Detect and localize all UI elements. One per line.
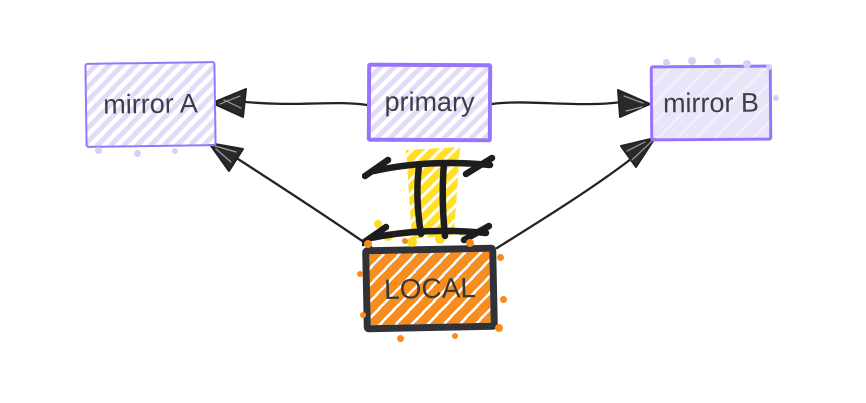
fuzz-dot [95, 147, 102, 154]
fuzz-dot [134, 150, 141, 157]
fuzz-dot [500, 296, 507, 303]
fuzz-dot [497, 254, 504, 261]
fuzz-dot [360, 312, 366, 318]
node-primary: primary [366, 62, 493, 143]
node-mirror-b: mirror B [649, 64, 773, 142]
node-local: LOCAL [362, 244, 498, 333]
arrow-local-to-mirror-b [495, 137, 656, 250]
node-primary-label: primary [384, 86, 475, 118]
fuzz-dot [466, 239, 474, 247]
text-cursor-icon [362, 147, 496, 247]
node-local-label: LOCAL [383, 271, 477, 305]
fuzz-dot [714, 58, 721, 65]
fuzz-dot [452, 333, 458, 339]
fuzz-dot [773, 95, 779, 101]
fuzz-dot [402, 238, 408, 244]
node-mirror-a: mirror A [84, 61, 217, 148]
fuzz-dot [495, 324, 503, 332]
fuzz-dot [688, 57, 696, 65]
fuzz-dot [743, 60, 751, 68]
arrow-local-to-mirror-a [208, 142, 373, 249]
fuzz-dot [663, 59, 670, 66]
node-mirror-b-label: mirror B [662, 87, 760, 118]
fuzz-dot [172, 148, 178, 154]
fuzz-dot [397, 335, 404, 342]
arrow-primary-to-mirror-a [211, 88, 369, 118]
fuzz-dot [357, 271, 363, 277]
node-mirror-a-label: mirror A [103, 88, 198, 120]
arrow-primary-to-mirror-b [490, 89, 651, 118]
fuzz-dot [766, 64, 772, 70]
fuzz-dot [364, 240, 372, 248]
